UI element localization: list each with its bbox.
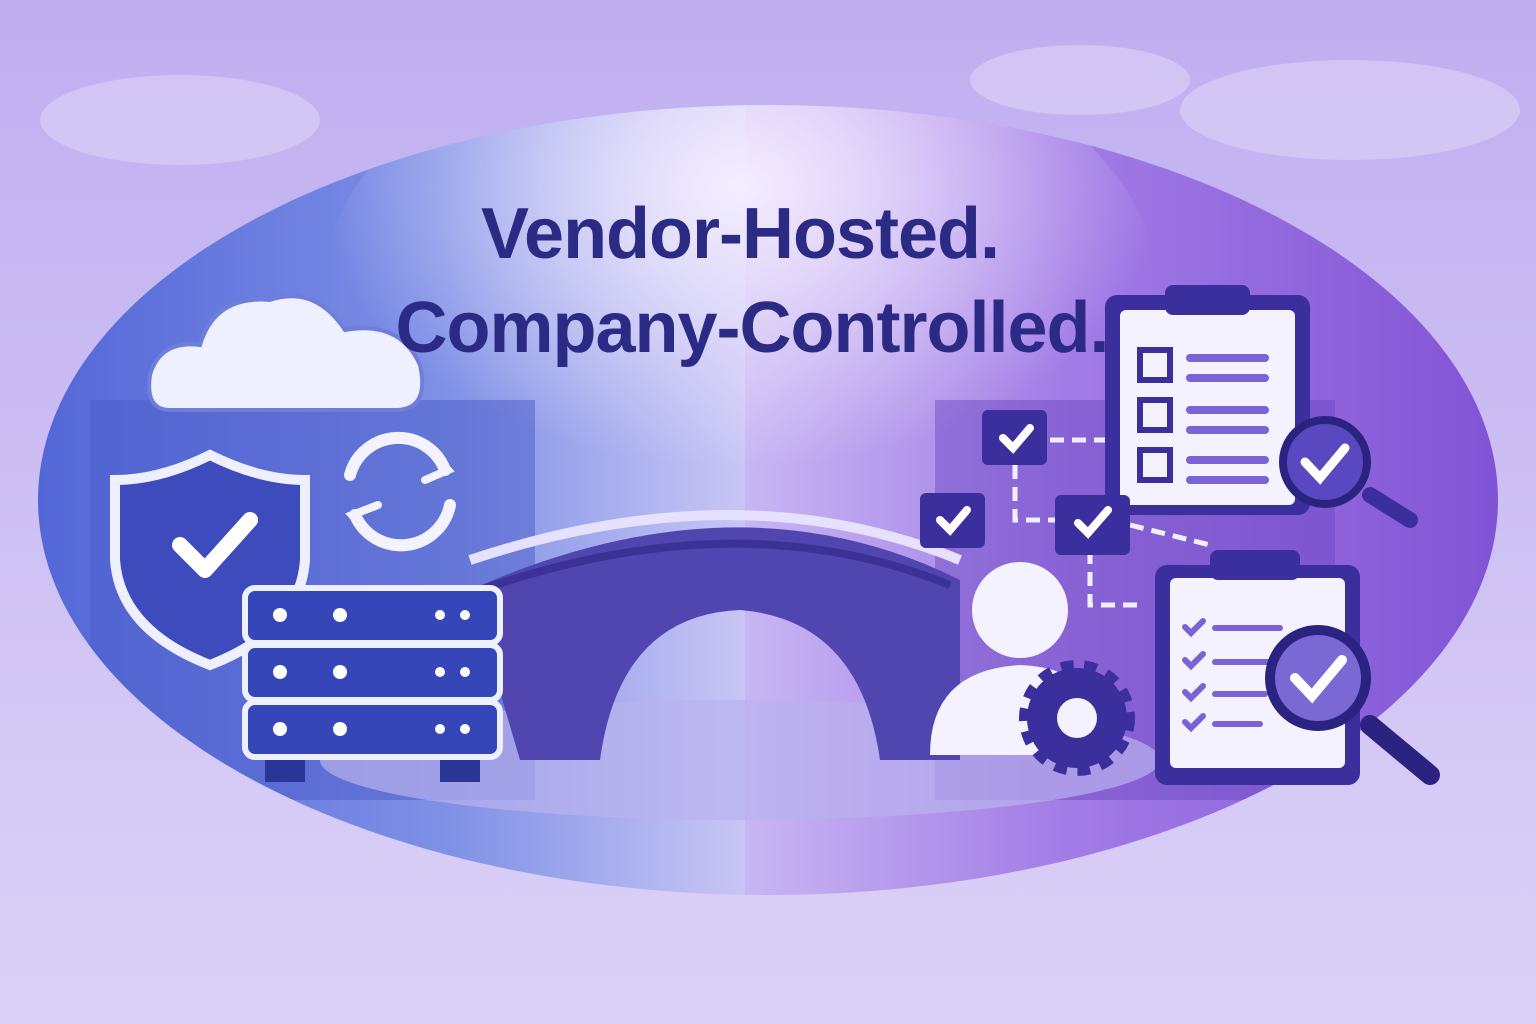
magnifier-check-icon <box>1265 625 1440 785</box>
server-stack-icon <box>242 585 503 782</box>
user-gear-icon <box>930 562 1135 776</box>
clipboard-checklist-icon <box>1105 285 1310 515</box>
bridge-icon <box>468 510 962 760</box>
sync-icon <box>344 431 456 552</box>
workflow-checkbox-icon <box>920 410 1211 608</box>
clouds-background <box>40 45 1520 165</box>
magnifier-check-icon <box>1279 416 1418 528</box>
headline-line-1: Vendor-Hosted. <box>481 194 999 274</box>
cloud-icon <box>147 294 425 412</box>
headline-line-2: Company-Controlled. <box>396 288 1109 368</box>
